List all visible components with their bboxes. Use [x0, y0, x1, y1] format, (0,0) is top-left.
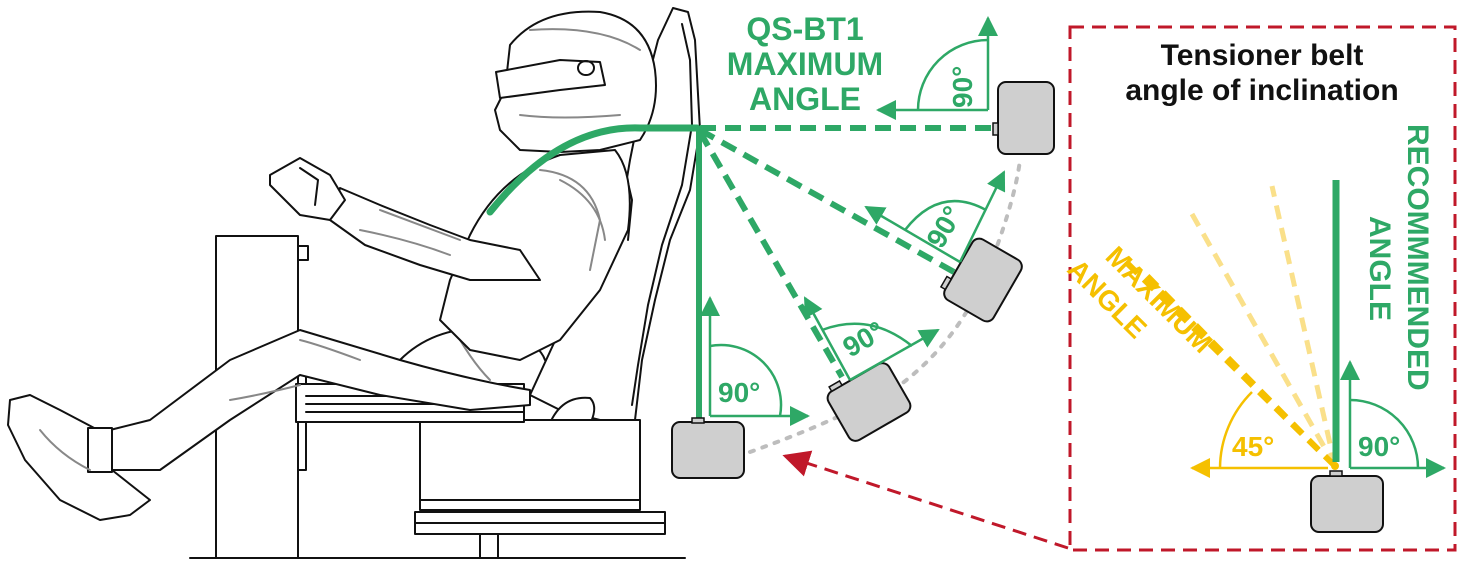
angle-label-bottom: 90° — [718, 377, 760, 408]
recommended-angle-label: RECOMMMENDED ANGLE — [1363, 124, 1434, 391]
angle-marker-45 — [1190, 391, 1328, 478]
angle-marker-inset-90 — [1340, 360, 1446, 478]
angle-marker-low — [803, 296, 940, 382]
angle-label-inset-90: 90° — [1358, 431, 1400, 462]
inset-title-line1: Tensioner belt — [1161, 39, 1364, 72]
driver-torso — [439, 149, 631, 361]
inclination-fan — [1123, 185, 1338, 469]
tensioner-device-top — [992, 81, 1055, 155]
driver-shoe — [7, 394, 151, 521]
qs-bt1-heading-line3: ANGLE — [749, 81, 861, 117]
inclination-inset-panel: Tensioner belt angle of inclination 45° … — [1062, 25, 1457, 552]
angle-marker-bottom — [700, 296, 810, 426]
shoulder-belt — [486, 124, 701, 216]
qs-bt1-heading: QS-BT1 MAXIMUM ANGLE — [727, 11, 883, 117]
angle-label-low: 90° — [838, 315, 890, 363]
inset-title-line2: angle of inclination — [1125, 74, 1398, 107]
qs-bt1-heading-line1: QS-BT1 — [746, 11, 863, 47]
recommended-angle-label-line2: ANGLE — [1363, 216, 1396, 321]
qs-bt1-heading-line2: MAXIMUM — [727, 46, 883, 82]
pivot-dot — [1331, 462, 1339, 470]
angle-label-45: 45° — [1232, 431, 1274, 462]
maximum-angle-label: MAXIMUM ANGLE — [1062, 240, 1219, 359]
angle-label-top: 90° — [947, 66, 978, 108]
inset-connector-arrow — [782, 450, 1069, 550]
angle-marker-top — [876, 16, 998, 120]
tensioner-device-inset — [1310, 470, 1384, 533]
inset-frame — [1068, 25, 1457, 552]
driver-rig-illustration — [7, 7, 701, 559]
belt-dashed-middle — [697, 130, 845, 379]
driver-helmet — [494, 10, 657, 153]
recommended-angle-label-line1: RECOMMMENDED — [1401, 124, 1434, 391]
tensioner-device-mid — [939, 237, 1023, 323]
driver-glove — [269, 157, 346, 221]
angle-marker-mid — [864, 170, 1006, 264]
driver-arm — [329, 187, 541, 281]
tensioner-device-bottom — [671, 417, 745, 479]
